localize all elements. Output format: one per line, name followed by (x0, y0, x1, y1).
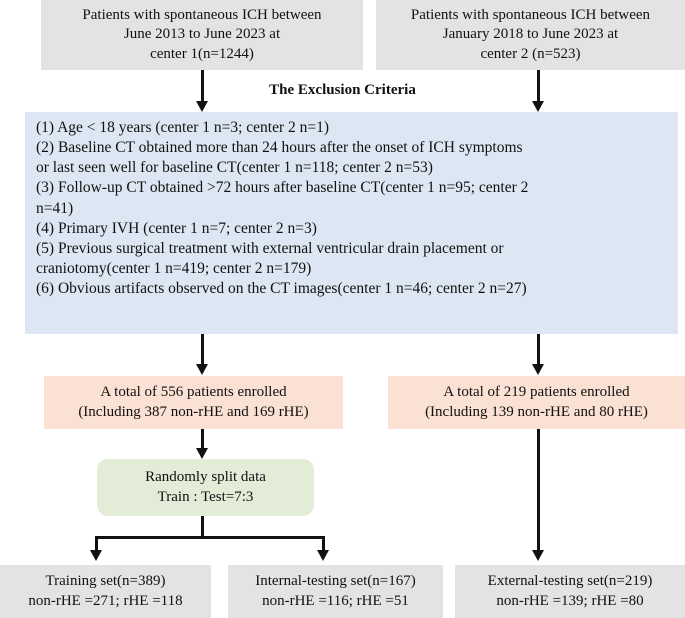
exclusion-item-3-cont: n=41) (36, 199, 74, 217)
source-center-2-line-3: center 2 (n=523) (480, 45, 581, 62)
random-split-box: Randomly split data Train : Test=7:3 (97, 459, 314, 516)
exclusion-item-6: (6) Obvious artifacts observed on the CT… (36, 280, 527, 298)
source-center-2-line-1: Patients with spontaneous ICH between (410, 7, 651, 24)
random-split-line-1: Randomly split data (145, 469, 266, 486)
exclusion-item-2: (2) Baseline CT obtained more than 24 ho… (36, 139, 523, 157)
training-set-line-2: non-rHE =271; rHE =118 (28, 592, 183, 609)
arrowhead-split-to-internal-testing (317, 550, 329, 561)
enrolled-box-center-1: A total of 556 patients enrolled (Includ… (44, 376, 343, 429)
exclusion-item-1: (1) Age < 18 years (center 1 n=3; center… (36, 119, 330, 136)
internal-testing-set-box: Internal-testing set(n=167) non-rHE =116… (228, 565, 443, 618)
exclusion-item-3: (3) Follow-up CT obtained >72 hours afte… (36, 179, 529, 197)
training-set-box: Training set(n=389) non-rHE =271; rHE =1… (0, 565, 211, 618)
connector-exclusion-to-enrolled-2 (537, 334, 540, 368)
connector-split-stem (201, 516, 204, 539)
external-testing-set-box: External-testing set(n=219) non-rHE =139… (455, 565, 685, 618)
enrolled-center-1-line-2: (Including 387 non-rHE and 169 rHE) (78, 403, 309, 420)
external-testing-set-line-1: External-testing set(n=219) (487, 573, 653, 590)
internal-testing-set-line-1: Internal-testing set(n=167) (255, 573, 416, 590)
connector-enrolled-2-to-external-testing (537, 429, 540, 553)
exclusion-item-2-cont: or last seen well for baseline CT(center… (36, 159, 433, 177)
exclusion-item-5: (5) Previous surgical treatment with ext… (36, 239, 504, 257)
enrolled-center-1-line-1: A total of 556 patients enrolled (100, 384, 287, 401)
connector-center-1-to-exclusion (201, 70, 204, 104)
arrowhead-exclusion-to-enrolled-1 (196, 364, 208, 375)
connector-exclusion-to-enrolled-1 (201, 334, 204, 368)
arrowhead-split-to-training (90, 550, 102, 561)
arrowhead-exclusion-to-enrolled-2 (532, 364, 544, 375)
external-testing-set-line-2: non-rHE =139; rHE =80 (496, 592, 644, 609)
source-box-center-1: Patients with spontaneous ICH between Ju… (41, 0, 363, 70)
exclusion-criteria-box: (1) Age < 18 years (center 1 n=3; center… (25, 112, 678, 334)
connector-split-to-training (95, 536, 98, 553)
source-center-1-line-1: Patients with spontaneous ICH between (82, 7, 322, 24)
source-center-1-line-2: June 2013 to June 2023 at (123, 26, 281, 43)
connector-split-to-internal-testing (322, 536, 325, 553)
connector-center-2-to-exclusion (537, 70, 540, 104)
connector-enrolled-1-to-split (201, 429, 204, 452)
arrowhead-center-2-to-exclusion (532, 101, 544, 112)
source-center-2-line-2: January 2018 to June 2023 at (442, 26, 619, 43)
enrolled-box-center-2: A total of 219 patients enrolled (Includ… (388, 376, 685, 429)
enrolled-center-2-line-2: (Including 139 non-rHE and 80 rHE) (425, 403, 648, 420)
source-center-1-line-3: center 1(n=1244) (150, 45, 254, 62)
exclusion-item-5-cont: craniotomy(center 1 n=419; center 2 n=17… (36, 259, 312, 277)
internal-testing-set-line-2: non-rHE =116; rHE =51 (262, 592, 409, 609)
source-box-center-2: Patients with spontaneous ICH between Ja… (376, 0, 685, 70)
exclusion-criteria-heading: The Exclusion Criteria (269, 82, 416, 98)
arrowhead-center-1-to-exclusion (196, 101, 208, 112)
connector-split-branch-horizontal (95, 536, 325, 539)
arrowhead-enrolled-1-to-split (196, 448, 208, 459)
arrowhead-enrolled-2-to-external-testing (532, 550, 544, 561)
exclusion-item-4: (4) Primary IVH (center 1 n=7; center 2 … (36, 219, 317, 237)
training-set-line-1: Training set(n=389) (45, 573, 166, 590)
random-split-line-2: Train : Test=7:3 (157, 488, 254, 505)
enrolled-center-2-line-1: A total of 219 patients enrolled (443, 384, 630, 401)
